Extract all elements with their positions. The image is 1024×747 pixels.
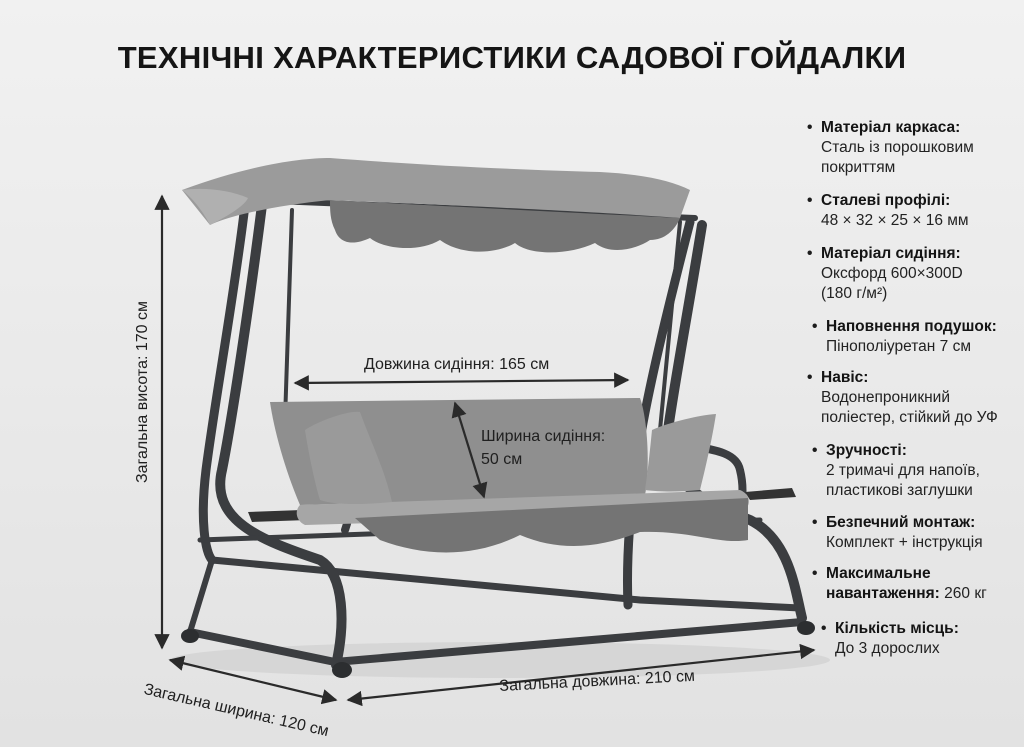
canopy (182, 158, 690, 253)
bullet-icon: • (807, 245, 813, 262)
base-cross-bar-left (187, 557, 215, 635)
spec-frame-material: • Матеріал каркаса: Сталь із порошковим … (807, 119, 974, 176)
canopy-front-valance (330, 200, 680, 253)
bullet-icon: • (812, 318, 818, 335)
hanger-left (283, 208, 294, 422)
spec-canopy: • Навіс: Водонепроникний поліестер, стій… (807, 369, 998, 426)
spec-seating-capacity: • Кількість місць: До 3 дорослих (821, 620, 959, 657)
foot-back-right (797, 621, 815, 635)
drink-holder-left (248, 510, 308, 522)
spec-safe-installation: • Безпечний монтаж: Комплект + інструкці… (812, 514, 983, 551)
dimension-arrows (154, 194, 816, 707)
canopy-side-flap (182, 188, 248, 225)
seat-length-label: Довжина сидіння: 165 см (364, 356, 550, 373)
spec-steel-profiles: • Сталеві профілі: 48 × 32 × 25 × 16 мм (807, 192, 969, 229)
drink-holder-right (745, 488, 796, 500)
seat-front-valance (355, 498, 748, 553)
bullet-icon: • (812, 514, 818, 531)
rear-base-rail (208, 556, 804, 612)
seat-width-label-line2: 50 см (481, 451, 523, 468)
hanger-right (658, 220, 682, 432)
bullet-icon: • (807, 119, 813, 136)
base-cross-bar-right (797, 605, 805, 623)
spec-max-load: • Максимальне навантаження: 260 кг (812, 565, 987, 602)
seat-length-arrow (293, 372, 630, 391)
cushion-right (645, 414, 716, 492)
bullet-icon: • (807, 369, 813, 386)
page-title: ТЕХНІЧНІ ХАРАКТЕРИСТИКИ САДОВОЇ ГОЙДАЛКИ (117, 40, 907, 75)
foot-front-middle (332, 662, 352, 678)
canopy-top (182, 158, 690, 225)
spec-seat-material: • Матеріал сидіння: Оксфорд 600×300D (18… (807, 245, 963, 302)
total-height-label: Загальна висота: 170 см (134, 300, 151, 484)
bullet-icon: • (812, 565, 818, 582)
bullet-icon: • (807, 192, 813, 209)
bullet-icon: • (821, 620, 827, 637)
drink-holders (248, 488, 796, 522)
front-left-leg (215, 200, 347, 670)
bullet-icon: • (812, 442, 818, 459)
spec-amenities: • Зручності: 2 тримачі для напоїв, пласт… (812, 442, 980, 499)
seat-width-arrow (451, 401, 488, 499)
cushion-left (305, 411, 392, 505)
total-width-arrow (168, 655, 338, 705)
seat-width-label-line1: Ширина сидіння: (481, 428, 606, 445)
foot-front-left (181, 629, 199, 643)
total-length-arrow (346, 643, 816, 707)
spec-cushion-filling: • Наповнення подушок: Пінополіуретан 7 с… (812, 318, 997, 355)
